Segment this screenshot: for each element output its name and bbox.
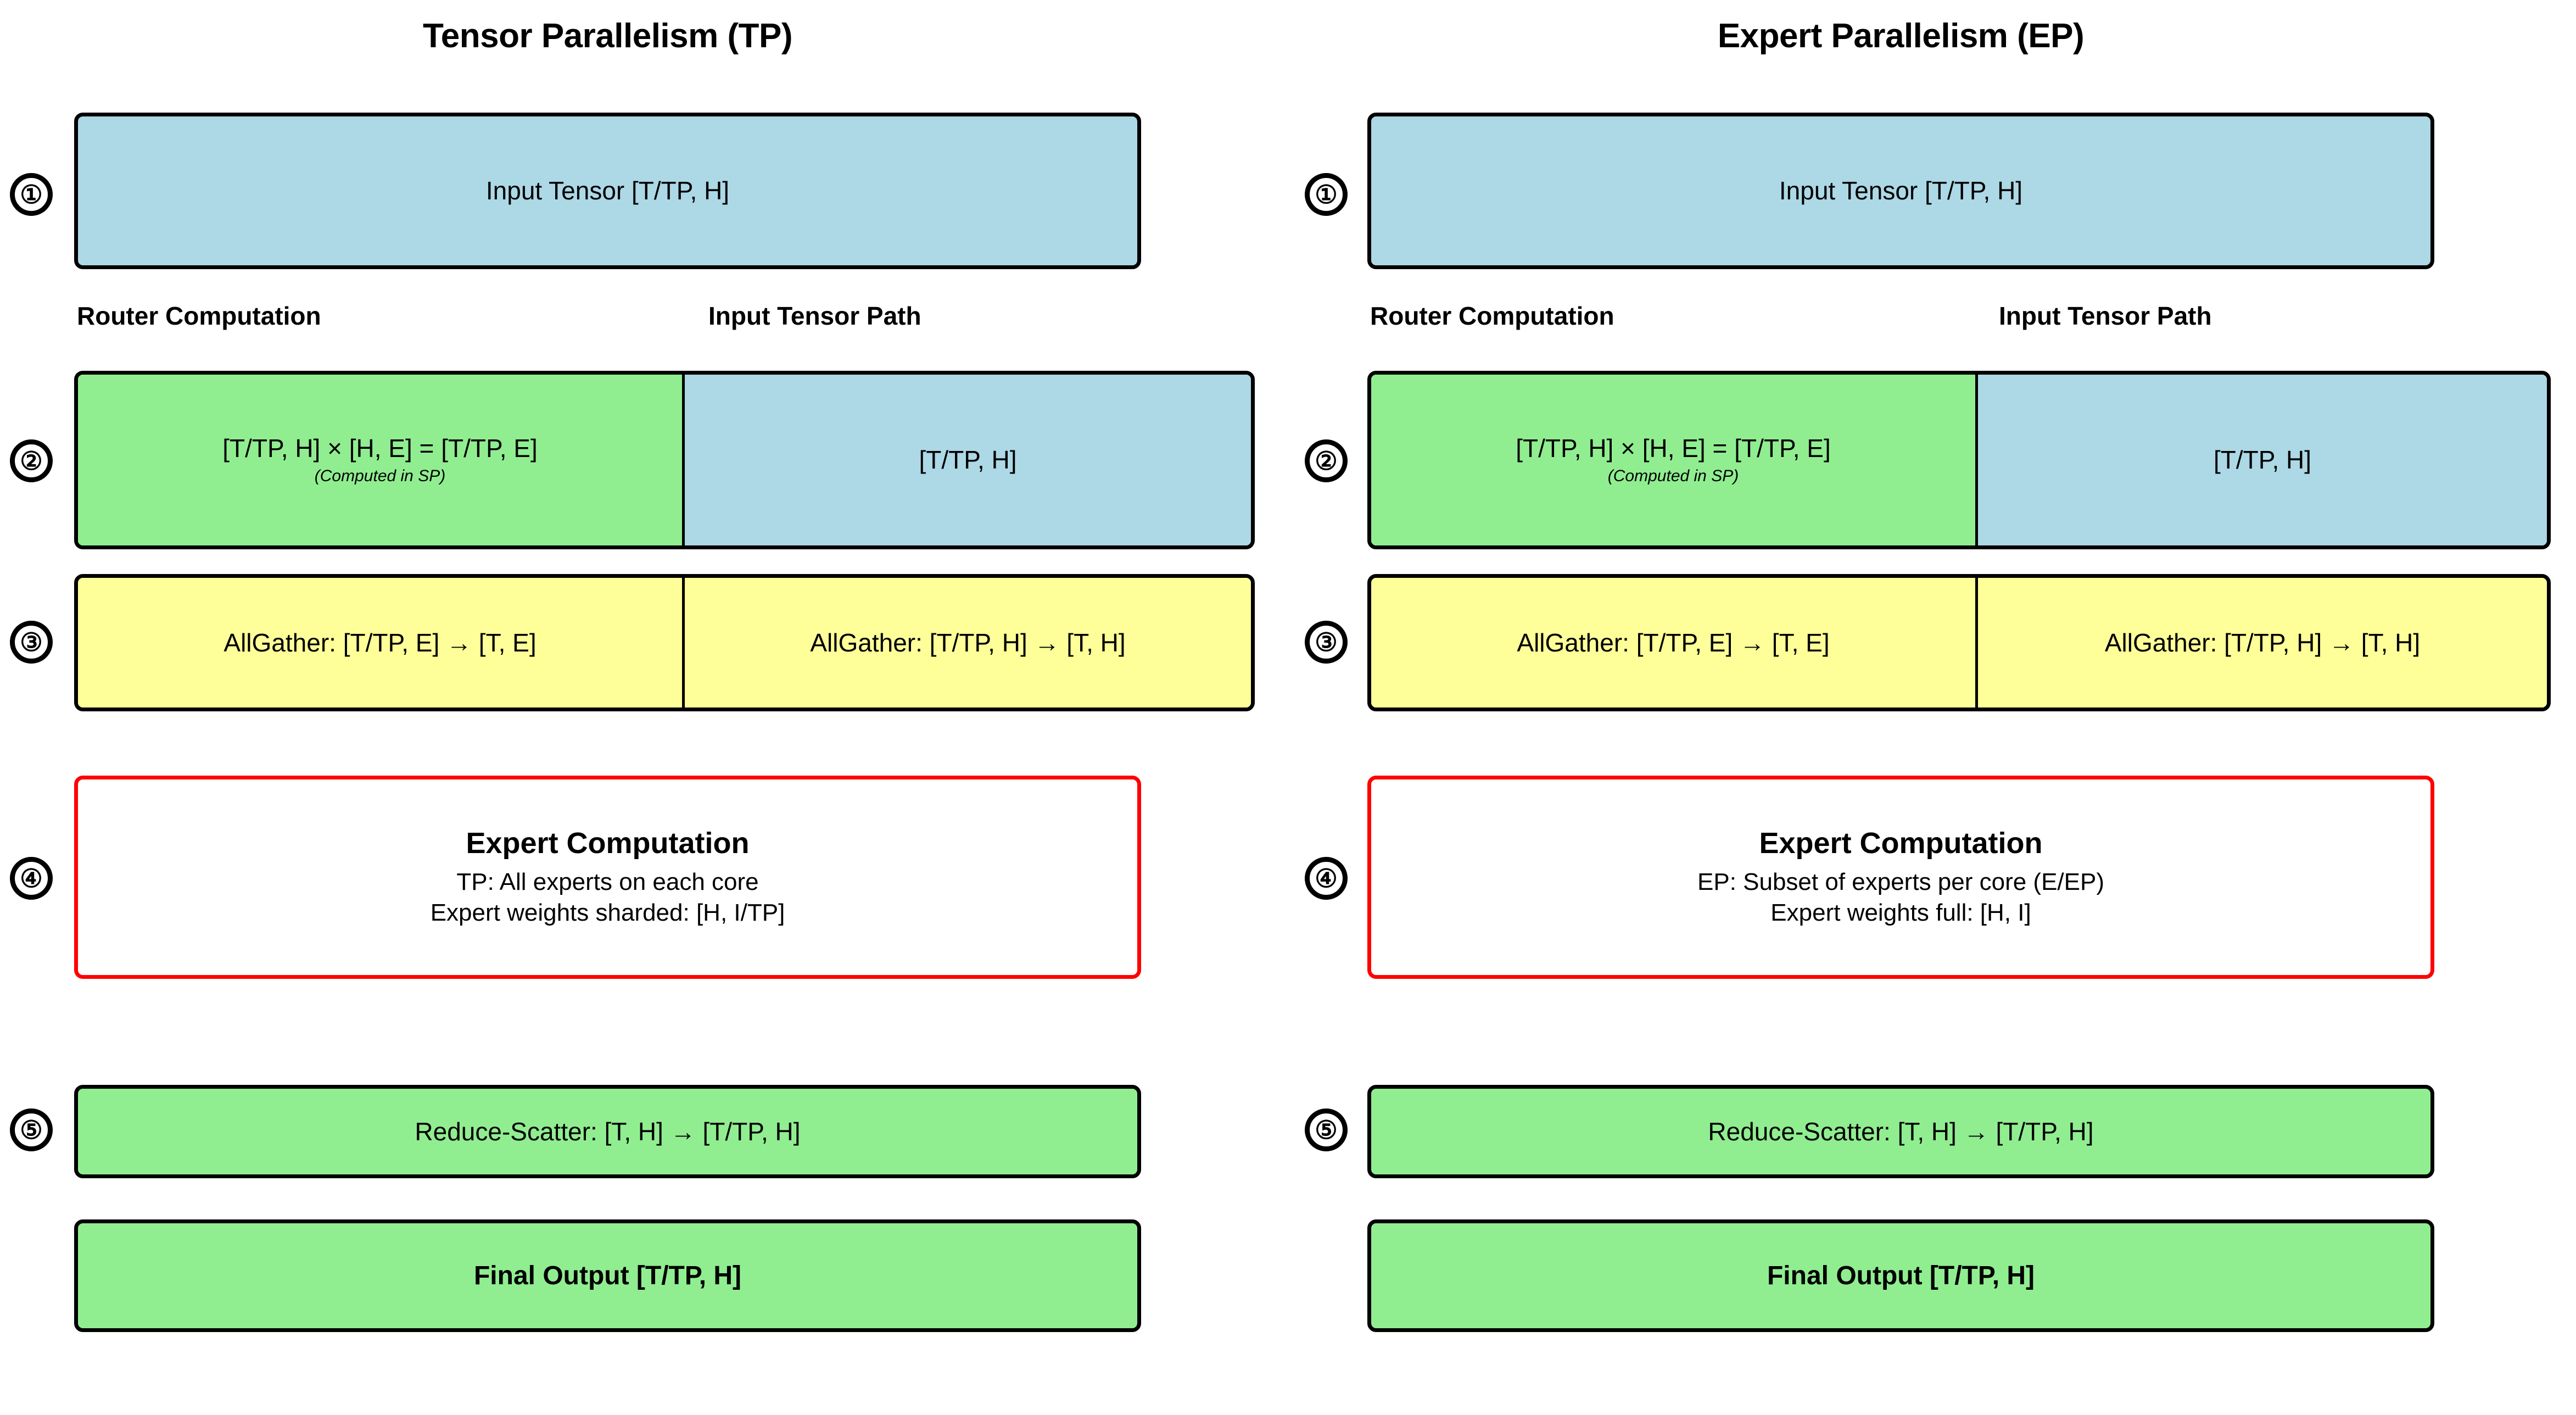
step-4-expert-computation-tp: Expert Computation TP: All experts on ea… bbox=[74, 776, 1141, 979]
step-marker-1-ep: ① bbox=[1305, 173, 1348, 216]
step-marker-5-ep: ⑤ bbox=[1305, 1108, 1348, 1151]
column-header-router-tp: Router Computation bbox=[77, 302, 321, 330]
step-4-expert-computation-ep: Expert Computation EP: Subset of experts… bbox=[1367, 776, 2434, 979]
panel-expert-parallelism: Expert Parallelism (EP) ① Input Tensor [… bbox=[1290, 0, 2576, 1415]
step-marker-3-tp: ③ bbox=[10, 621, 53, 664]
step-1-text-tp: Input Tensor [T/TP, H] bbox=[485, 176, 730, 205]
step-1-text-ep: Input Tensor [T/TP, H] bbox=[1779, 176, 2023, 205]
step-4-title-tp: Expert Computation bbox=[466, 827, 750, 860]
step-2-router-cell-tp: [T/TP, H] × [H, E] = [T/TP, E] (Computed… bbox=[78, 375, 685, 545]
step-4-title-ep: Expert Computation bbox=[1759, 827, 2043, 860]
step-3-allgather-router-text-tp: AllGather: [T/TP, E] → [T, E] bbox=[223, 628, 537, 657]
panel-title-ep: Expert Parallelism (EP) bbox=[1717, 17, 2085, 55]
final-output-text-tp: Final Output [T/TP, H] bbox=[473, 1261, 742, 1290]
step-3-allgather-input-text-ep: AllGather: [T/TP, H] → [T, H] bbox=[2104, 628, 2421, 657]
step-marker-5-tp: ⑤ bbox=[10, 1108, 53, 1151]
step-2-row-ep: [T/TP, H] × [H, E] = [T/TP, E] (Computed… bbox=[1367, 371, 2551, 549]
step-2-router-cell-ep: [T/TP, H] × [H, E] = [T/TP, E] (Computed… bbox=[1371, 375, 1978, 545]
final-output-text-ep: Final Output [T/TP, H] bbox=[1767, 1261, 2035, 1290]
step-marker-1-tp: ① bbox=[10, 173, 53, 216]
step-5-reduce-scatter-tp: Reduce-Scatter: [T, H] → [T/TP, H] bbox=[74, 1085, 1141, 1178]
step-1-input-tensor-ep: Input Tensor [T/TP, H] bbox=[1367, 113, 2434, 269]
step-3-allgather-router-cell-ep: AllGather: [T/TP, E] → [T, E] bbox=[1371, 578, 1978, 708]
final-output-box-ep: Final Output [T/TP, H] bbox=[1367, 1219, 2434, 1332]
step-3-row-ep: AllGather: [T/TP, E] → [T, E] AllGather:… bbox=[1367, 574, 2551, 711]
step-marker-3-ep: ③ bbox=[1305, 621, 1348, 664]
panel-tensor-parallelism: Tensor Parallelism (TP) ① Input Tensor [… bbox=[10, 17, 1255, 1332]
step-3-allgather-input-cell-ep: AllGather: [T/TP, H] → [T, H] bbox=[1978, 578, 2547, 708]
step-3-allgather-router-text-ep: AllGather: [T/TP, E] → [T, E] bbox=[1517, 628, 1830, 657]
step-2-router-note-ep: (Computed in SP) bbox=[1607, 466, 1739, 485]
step-marker-4-tp: ④ bbox=[10, 857, 53, 900]
step-marker-2-tp: ② bbox=[10, 439, 53, 482]
step-4-line-1-ep: EP: Subset of experts per core (E/EP) bbox=[1697, 868, 2104, 896]
step-2-input-path-cell-tp: [T/TP, H] bbox=[685, 375, 1251, 545]
step-4-line-2-ep: Expert weights full: [H, I] bbox=[1770, 899, 2031, 927]
step-2-input-path-text-ep: [T/TP, H] bbox=[2213, 445, 2312, 475]
step-3-allgather-input-cell-tp: AllGather: [T/TP, H] → [T, H] bbox=[685, 578, 1251, 708]
step-2-input-path-cell-ep: [T/TP, H] bbox=[1978, 375, 2547, 545]
column-header-router-ep: Router Computation bbox=[1370, 302, 1614, 330]
panel-title-tp: Tensor Parallelism (TP) bbox=[422, 17, 793, 55]
step-1-input-tensor-tp: Input Tensor [T/TP, H] bbox=[74, 113, 1141, 269]
column-header-input-path-ep: Input Tensor Path bbox=[1999, 302, 2212, 330]
step-2-router-formula-ep: [T/TP, H] × [H, E] = [T/TP, E] bbox=[1516, 434, 1831, 463]
step-marker-4-ep: ④ bbox=[1305, 857, 1348, 900]
step-3-allgather-input-text-tp: AllGather: [T/TP, H] → [T, H] bbox=[810, 628, 1126, 657]
step-5-text-ep: Reduce-Scatter: [T, H] → [T/TP, H] bbox=[1708, 1117, 2094, 1146]
step-2-input-path-text-tp: [T/TP, H] bbox=[919, 445, 1017, 475]
step-4-line-1-tp: TP: All experts on each core bbox=[456, 868, 759, 896]
step-marker-2-ep: ② bbox=[1305, 439, 1348, 482]
step-2-row-tp: [T/TP, H] × [H, E] = [T/TP, E] (Computed… bbox=[74, 371, 1255, 549]
step-3-allgather-router-cell-tp: AllGather: [T/TP, E] → [T, E] bbox=[78, 578, 685, 708]
step-5-text-tp: Reduce-Scatter: [T, H] → [T/TP, H] bbox=[415, 1117, 801, 1146]
step-2-router-formula-tp: [T/TP, H] × [H, E] = [T/TP, E] bbox=[222, 434, 538, 463]
step-5-reduce-scatter-ep: Reduce-Scatter: [T, H] → [T/TP, H] bbox=[1367, 1085, 2434, 1178]
final-output-box-tp: Final Output [T/TP, H] bbox=[74, 1219, 1141, 1332]
step-4-line-2-tp: Expert weights sharded: [H, I/TP] bbox=[430, 899, 785, 927]
column-header-input-path-tp: Input Tensor Path bbox=[708, 302, 921, 330]
step-2-router-note-tp: (Computed in SP) bbox=[314, 466, 446, 485]
step-3-row-tp: AllGather: [T/TP, E] → [T, E] AllGather:… bbox=[74, 574, 1255, 711]
